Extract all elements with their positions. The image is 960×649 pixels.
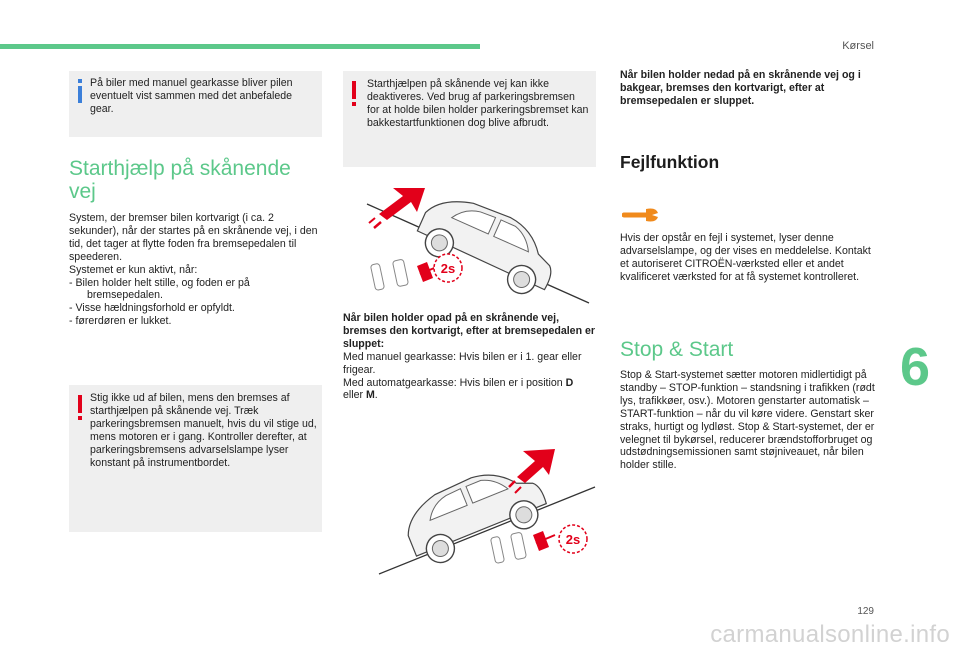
stop-start-title: Stop & Start — [620, 338, 734, 361]
downhill-badge: 2s — [566, 532, 580, 547]
info-text: På biler med manuel gearkasse bliver pil… — [90, 77, 293, 115]
hill-start-intro: System, der bremser bilen kortvarigt (i … — [69, 212, 318, 263]
uphill-auto-prefix: Med automatgearkasse: Hvis bilen er i po… — [343, 376, 566, 389]
info-icon — [75, 79, 85, 103]
top-accent-bar — [0, 44, 480, 49]
malfunction-title: Fejlfunktion — [620, 152, 720, 172]
uphill-auto-or: eller — [343, 389, 366, 402]
uphill-auto-end: . — [374, 389, 378, 402]
gear-d: D — [565, 376, 574, 389]
uphill-title: Når bilen holder opad på en skrånende ve… — [343, 312, 595, 350]
gear-m: M — [365, 389, 375, 402]
warning-exclamation-icon — [349, 81, 359, 107]
uphill-illustration: 2s — [345, 180, 595, 305]
section-header: Kørsel — [842, 40, 874, 52]
hill-start-active-lead: Systemet er kun aktivt, når: — [69, 263, 198, 276]
wrench-icon — [621, 205, 662, 225]
condition-item: - Visse hældningsforhold er opfyldt. — [69, 302, 235, 315]
page-number: 129 — [857, 606, 874, 617]
watermark: carmanualsonline.info — [710, 621, 950, 648]
warning-2-text: Starthjælpen på skånende vej kan ikke de… — [367, 78, 589, 129]
uphill-badge: 2s — [441, 261, 455, 276]
stop-start-text: Stop & Start-systemet sætter motoren mid… — [620, 369, 875, 472]
downhill-title: Når bilen holder nedad på en skrånende v… — [620, 69, 861, 107]
hill-start-body: System, der bremser bilen kortvarigt (i … — [69, 212, 321, 328]
warning-box-1: Stig ikke ud af bilen, mens den bremses … — [69, 385, 322, 532]
warning-exclamation-icon — [75, 395, 85, 421]
warning-1-text: Stig ikke ud af bilen, mens den bremses … — [90, 392, 317, 469]
hill-start-title: Starthjælp på skånende vej — [69, 157, 291, 203]
uphill-manual: Med manuel gearkasse: Hvis bilen er i 1.… — [343, 350, 582, 376]
malfunction-text: Hvis der opstår en fejl i systemet, lyse… — [620, 232, 871, 283]
condition-item: - førerdøren er lukket. — [69, 315, 172, 328]
downhill-illustration: 2s — [375, 445, 600, 577]
condition-item: - Bilen holder helt stille, og foden er … — [69, 276, 250, 302]
info-box: På biler med manuel gearkasse bliver pil… — [69, 71, 322, 137]
uphill-text-block: Når bilen holder opad på en skrånende ve… — [343, 312, 595, 402]
uphill-auto: Med automatgearkasse: Hvis bilen er i po… — [343, 377, 595, 403]
warning-box-2: Starthjælpen på skånende vej kan ikke de… — [343, 71, 596, 167]
chapter-number: 6 — [899, 337, 930, 397]
